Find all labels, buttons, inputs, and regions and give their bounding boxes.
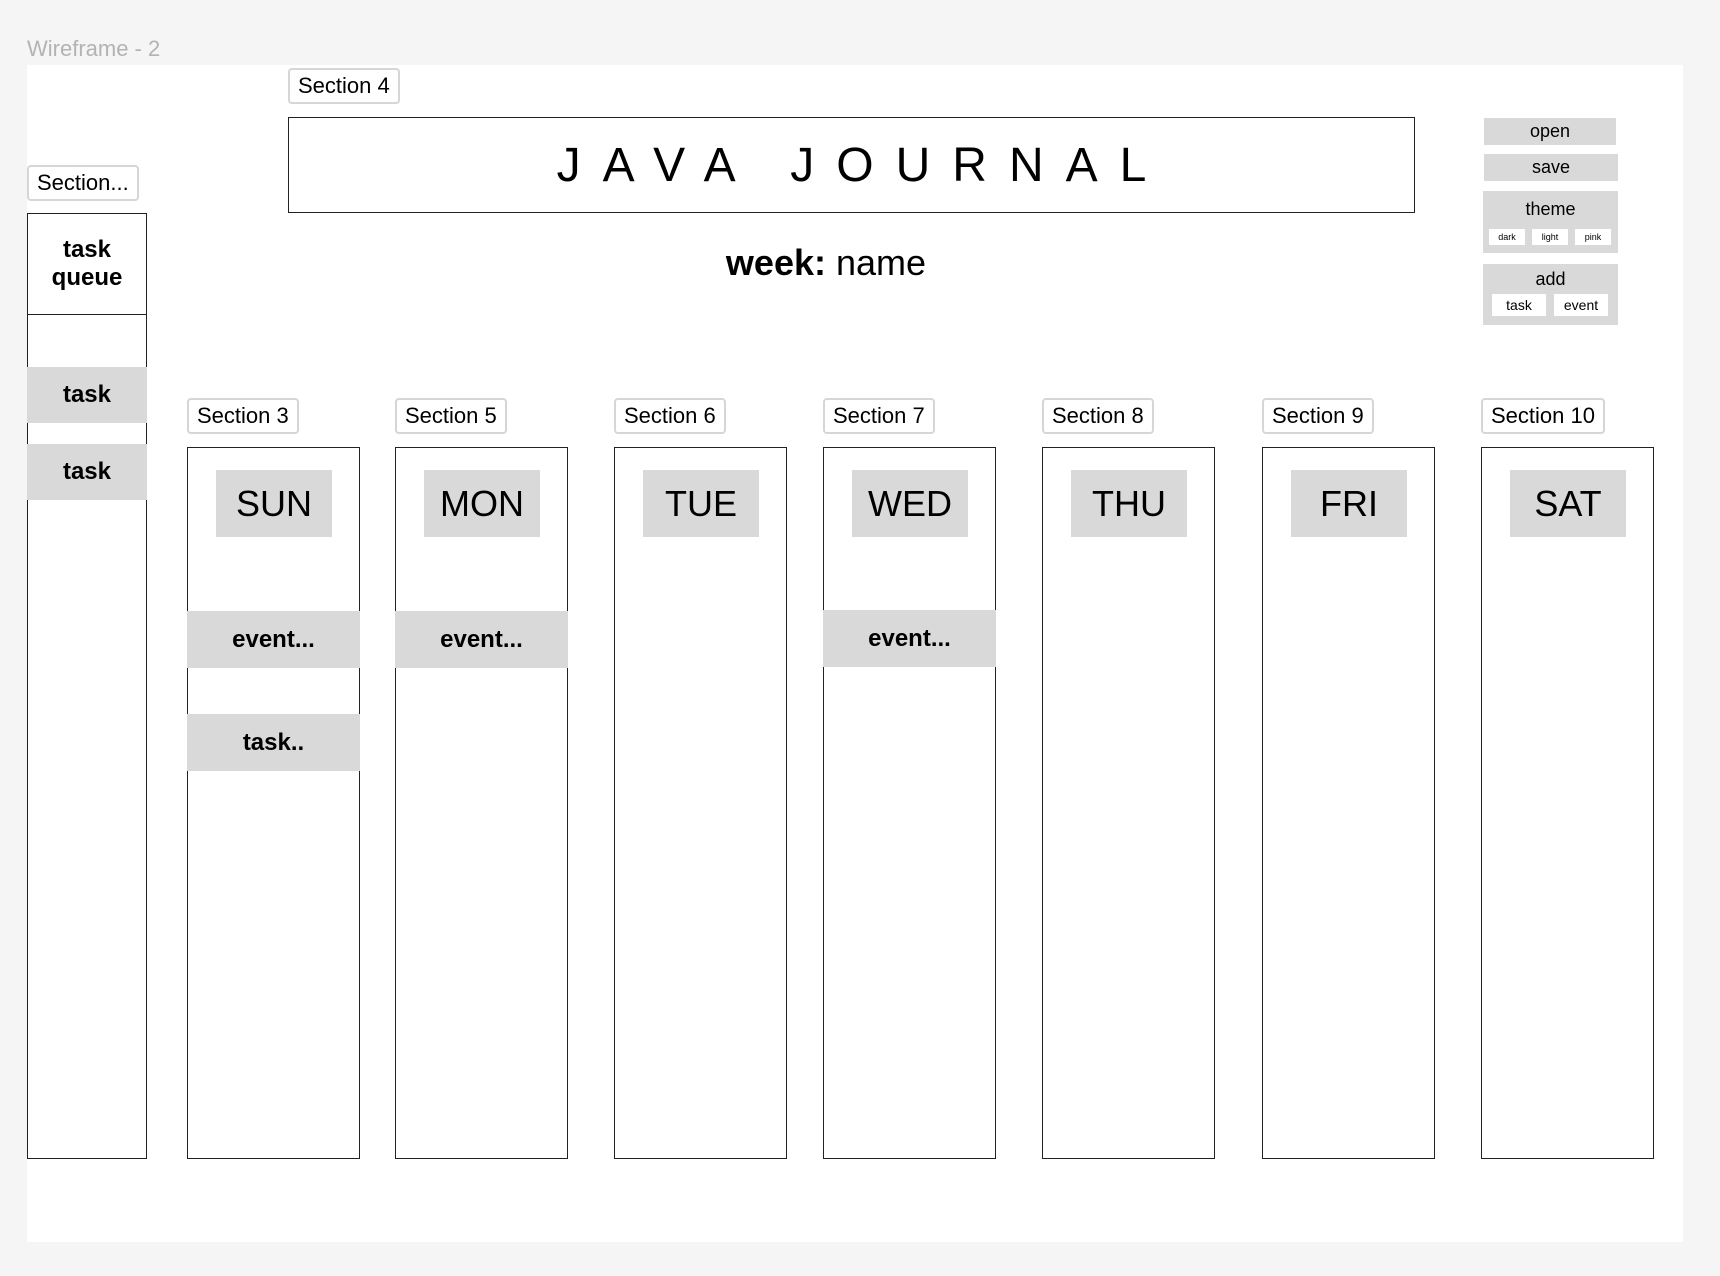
queue-task-card[interactable]: task — [27, 367, 147, 423]
frame-title: Wireframe - 2 — [27, 36, 161, 61]
section-tag-fri[interactable]: Section 9 — [1262, 398, 1374, 434]
day-label-sat: SAT — [1510, 470, 1626, 537]
day-column-mon: MON — [395, 447, 568, 1159]
section-tag-wed[interactable]: Section 7 — [823, 398, 935, 434]
day-column-tue: TUE — [614, 447, 787, 1159]
section-tag-thu[interactable]: Section 8 — [1042, 398, 1154, 434]
section-tag-queue[interactable]: Section... — [27, 165, 139, 201]
theme-panel: theme dark light pink — [1483, 191, 1618, 253]
theme-dark-button[interactable]: dark — [1489, 229, 1525, 245]
week-heading: week: name — [27, 242, 1625, 284]
day-column-sat: SAT — [1481, 447, 1654, 1159]
day-column-sun: SUN — [187, 447, 360, 1159]
section-tag-header[interactable]: Section 4 — [288, 68, 400, 104]
queue-task-card[interactable]: task — [27, 444, 147, 500]
day-column-fri: FRI — [1262, 447, 1435, 1159]
section-tag-tue[interactable]: Section 6 — [614, 398, 726, 434]
week-name[interactable]: name — [836, 242, 927, 283]
day-label-thu: THU — [1071, 470, 1187, 537]
title-box: JAVA JOURNAL — [288, 117, 1415, 213]
wireframe-canvas: Section 4 JAVA JOURNAL week: name open s… — [27, 65, 1683, 1242]
day-label-mon: MON — [424, 470, 540, 537]
section-tag-sat[interactable]: Section 10 — [1481, 398, 1605, 434]
event-card-mon[interactable]: event... — [395, 611, 568, 668]
day-column-thu: THU — [1042, 447, 1215, 1159]
add-panel: add task event — [1483, 264, 1618, 325]
theme-label: theme — [1525, 199, 1576, 219]
day-column-wed: WED — [823, 447, 996, 1159]
app-title: JAVA JOURNAL — [556, 138, 1169, 192]
theme-light-button[interactable]: light — [1532, 229, 1568, 245]
add-task-button[interactable]: task — [1492, 294, 1546, 316]
add-event-button[interactable]: event — [1554, 294, 1608, 316]
event-card-sun[interactable]: event... — [187, 611, 360, 668]
section-tag-sun[interactable]: Section 3 — [187, 398, 299, 434]
day-label-wed: WED — [852, 470, 968, 537]
task-queue-title: task queue — [28, 214, 146, 315]
task-queue-panel: task queue — [27, 213, 147, 1159]
open-button[interactable]: open — [1484, 118, 1616, 145]
event-card-wed[interactable]: event... — [823, 610, 996, 667]
task-card-sun[interactable]: task.. — [187, 714, 360, 771]
day-label-sun: SUN — [216, 470, 332, 537]
section-tag-mon[interactable]: Section 5 — [395, 398, 507, 434]
theme-pink-button[interactable]: pink — [1575, 229, 1611, 245]
save-button[interactable]: save — [1484, 154, 1618, 181]
day-label-fri: FRI — [1291, 470, 1407, 537]
week-label: week: — [725, 242, 826, 283]
add-label: add — [1535, 269, 1566, 289]
day-label-tue: TUE — [643, 470, 759, 537]
